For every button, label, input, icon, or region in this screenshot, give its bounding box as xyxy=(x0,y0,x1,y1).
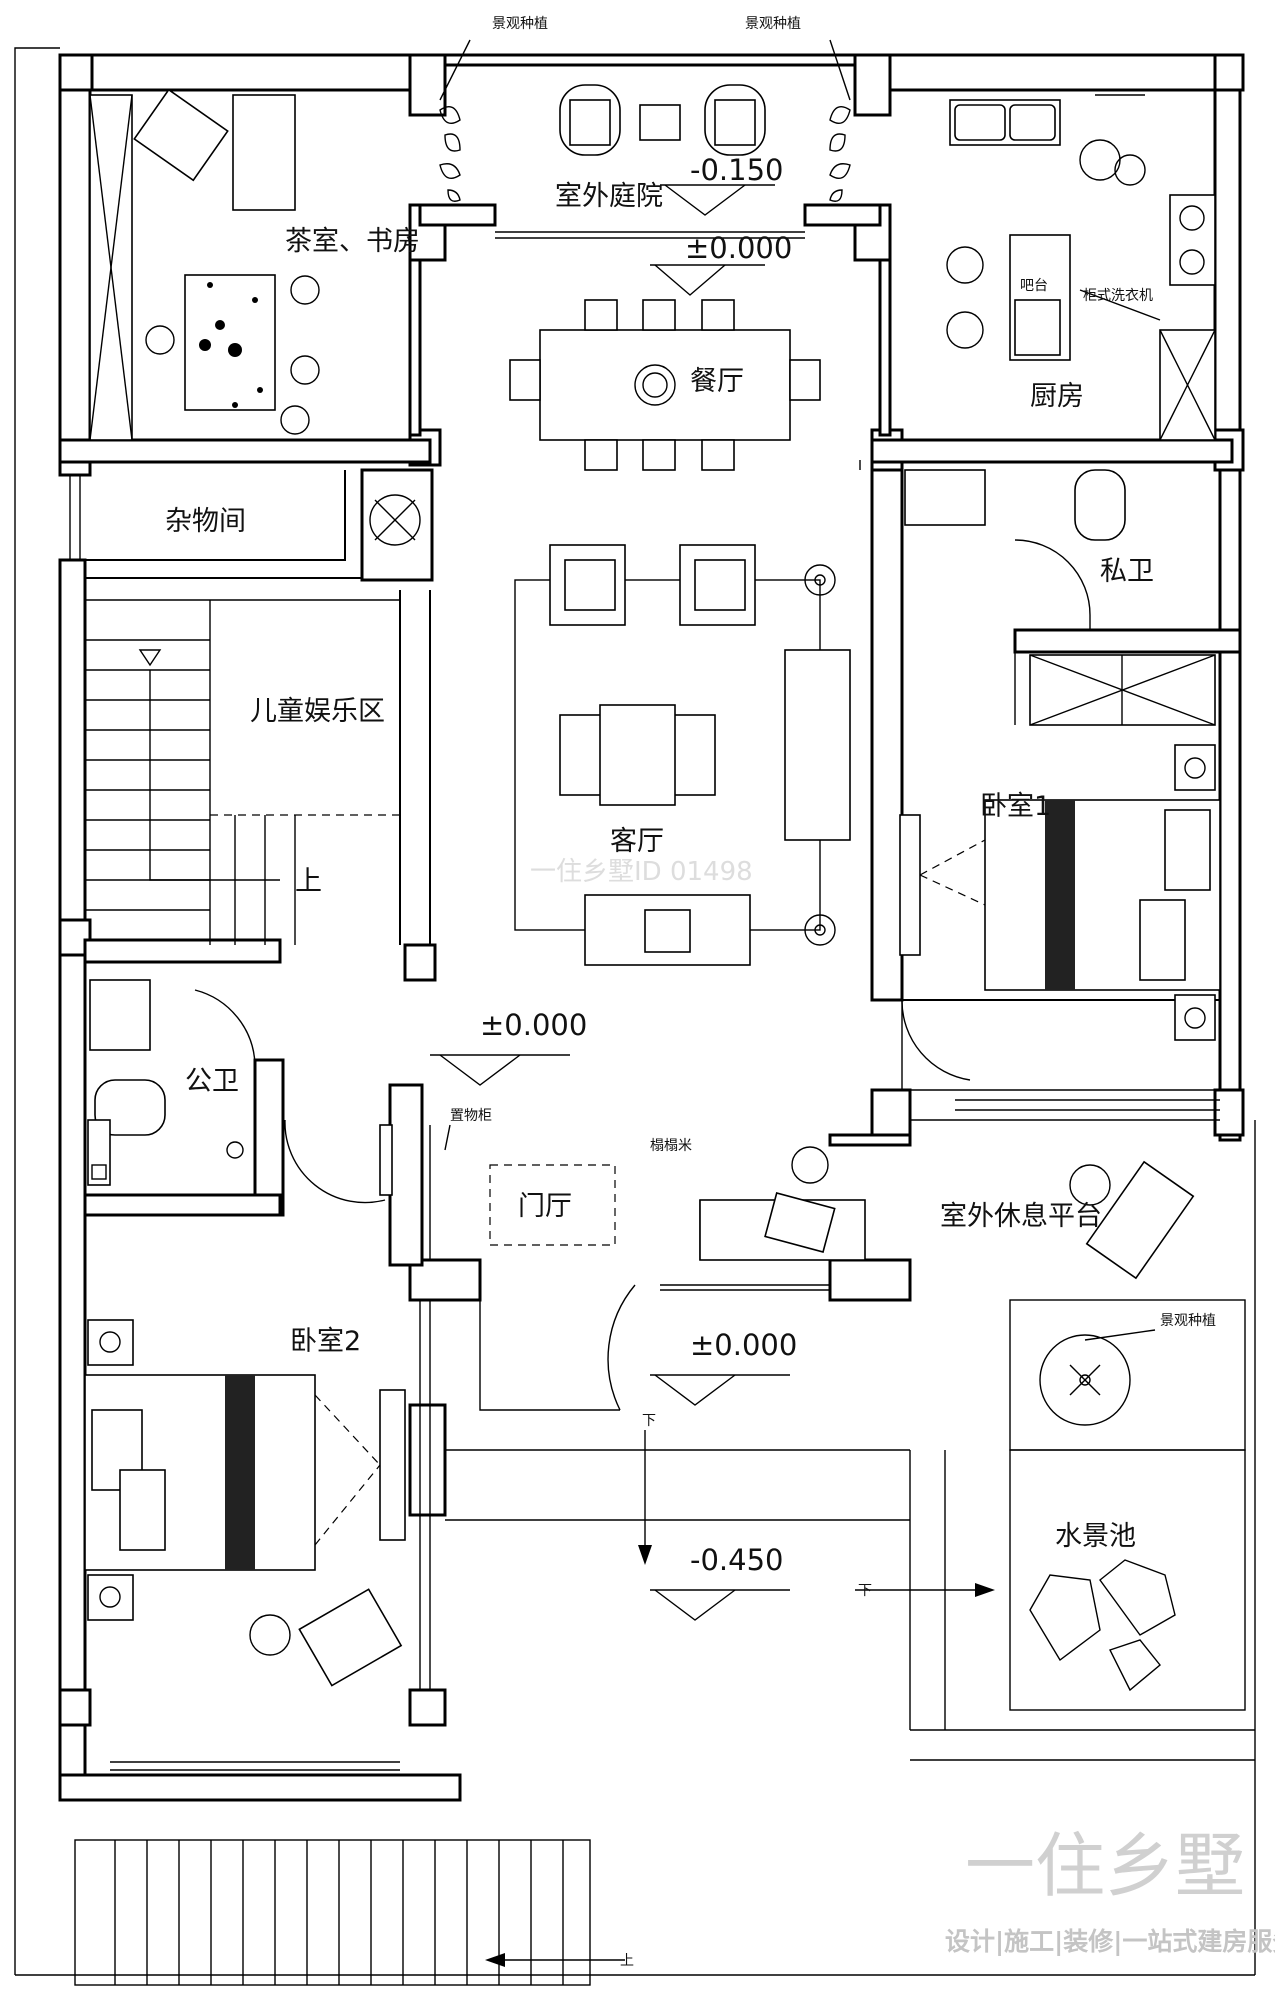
windows xyxy=(419,460,1220,1690)
label-terrace: 室外休息平台 xyxy=(940,1201,1102,1232)
room-labels: 景观种植 景观种植 茶室、书房 室外庭院 餐厅 吧台 柜式洗衣机 厨房 杂物间 … xyxy=(165,16,1216,1969)
label-up-2: 上 xyxy=(620,1953,634,1969)
level-entry: ±0.000 xyxy=(690,1328,797,1362)
label-water-pond: 水景池 xyxy=(1055,1521,1136,1552)
label-landscape-1: 景观种植 xyxy=(492,16,548,32)
foyer xyxy=(489,1146,866,1411)
label-landscape-3: 景观种植 xyxy=(1160,1313,1216,1329)
label-kids-area: 儿童娱乐区 xyxy=(250,696,385,727)
bedroom-1 xyxy=(899,744,1221,1081)
label-bedroom2: 卧室2 xyxy=(290,1326,361,1357)
courtyard-area xyxy=(439,39,851,202)
label-dining: 餐厅 xyxy=(690,366,744,397)
outdoor-areas xyxy=(74,1160,1255,1986)
label-landscape-2: 景观种植 xyxy=(745,16,801,32)
label-public-bath: 公卫 xyxy=(185,1066,239,1097)
plant-icon xyxy=(439,106,851,202)
stairs xyxy=(85,599,400,945)
watermark-id: 一住乡墅ID 01498 xyxy=(530,857,753,887)
bedroom-2 xyxy=(84,1319,406,1687)
label-courtyard: 室外庭院 xyxy=(555,181,663,212)
arrows xyxy=(444,289,1161,1967)
dining-area xyxy=(509,299,821,471)
watermark-brand: 一住乡墅 xyxy=(965,1825,1245,1907)
label-living: 客厅 xyxy=(610,826,664,857)
site-boundary xyxy=(14,47,1256,1976)
level-courtyard: -0.150 xyxy=(690,153,784,187)
label-tatami: 榻榻米 xyxy=(650,1138,692,1154)
label-private-bath: 私卫 xyxy=(1100,556,1154,587)
label-tea-study: 茶室、书房 xyxy=(285,226,420,257)
label-down-1: 下 xyxy=(642,1413,656,1429)
label-kitchen: 厨房 xyxy=(1030,381,1084,412)
storage-room xyxy=(369,494,421,546)
columns xyxy=(58,53,1245,1727)
private-bath xyxy=(904,469,1216,726)
level-hall: ±0.000 xyxy=(480,1008,587,1042)
living-area xyxy=(514,544,851,966)
tea-study-room xyxy=(89,88,320,441)
label-bedroom1: 卧室1 xyxy=(980,791,1051,822)
label-storage: 杂物间 xyxy=(165,506,246,537)
label-cabinet: 置物柜 xyxy=(450,1108,492,1124)
public-bath xyxy=(87,979,393,1204)
label-down-2: 下 xyxy=(858,1583,872,1599)
watermark-services: 设计|施工|装修|一站式建房服务 xyxy=(945,1927,1275,1956)
level-markers xyxy=(430,184,790,1621)
label-up-1: 上 xyxy=(295,866,322,897)
level-outdoor: -0.450 xyxy=(690,1543,784,1577)
elevation-labels: -0.150 ±0.000 ±0.000 ±0.000 -0.450 xyxy=(480,153,797,1577)
level-dining: ±0.000 xyxy=(685,231,792,265)
interior-walls xyxy=(58,203,1242,1411)
watermarks: 一住乡墅ID 01498 一住乡墅 设计|施工|装修|一站式建房服务 xyxy=(530,857,1275,1956)
label-washer: 柜式洗衣机 xyxy=(1083,288,1153,304)
label-bar: 吧台 xyxy=(1020,278,1048,294)
kitchen-area xyxy=(946,94,1216,441)
label-foyer: 门厅 xyxy=(518,1191,572,1222)
